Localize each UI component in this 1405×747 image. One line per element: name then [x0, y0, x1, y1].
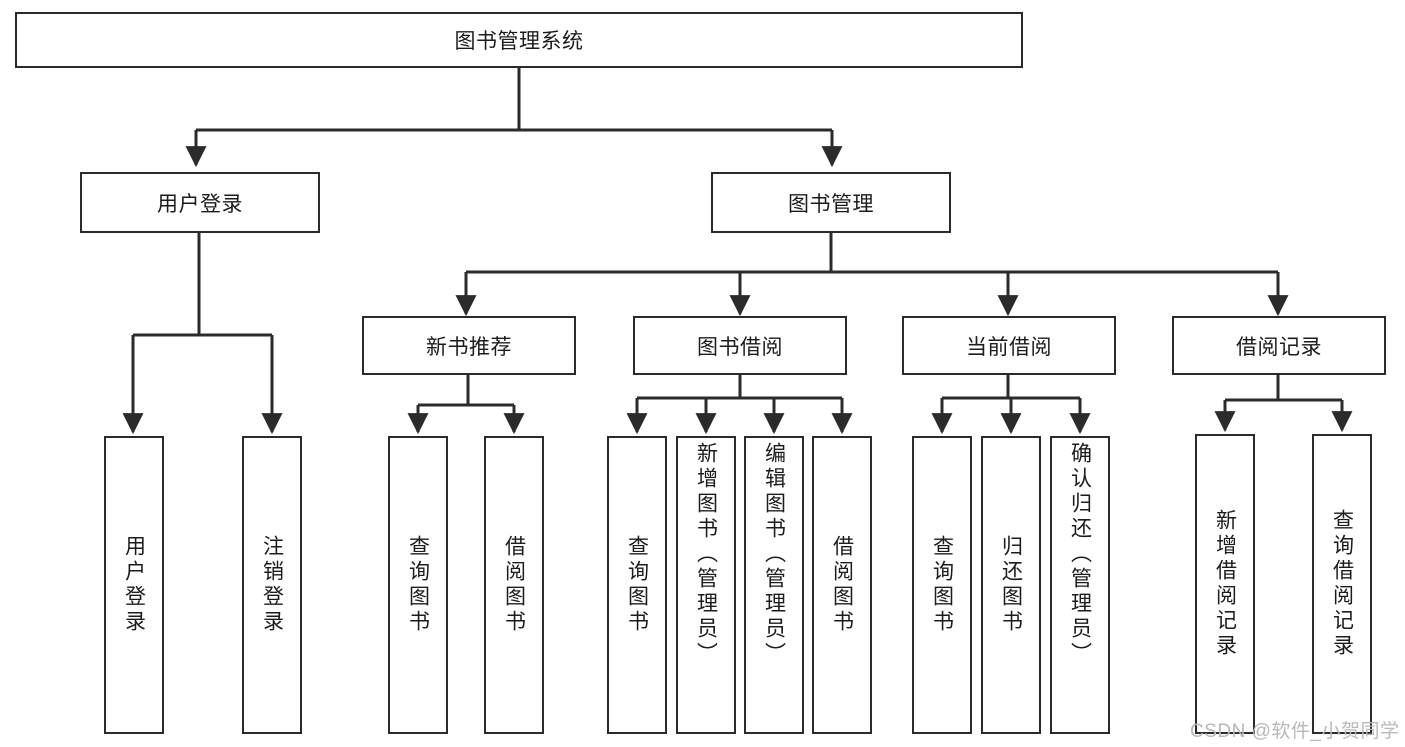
node-borrow-record-label: 借阅记录 — [1236, 335, 1322, 359]
node-user-login-label: 用户登录 — [157, 192, 243, 216]
leaf-book-borrow-lend[interactable]: 借阅图书 — [812, 436, 872, 734]
leaf-book-borrow-add[interactable]: 新增图书（管理员） — [676, 436, 736, 734]
leaf-label: 确认归还（管理员） — [1068, 442, 1092, 667]
leaf-current-borrow-confirm[interactable]: 确认归还（管理员） — [1050, 436, 1110, 734]
leaf-current-borrow-query[interactable]: 查询图书 — [912, 436, 972, 734]
node-current-borrow[interactable]: 当前借阅 — [902, 316, 1116, 375]
node-book-management-label: 图书管理 — [788, 192, 874, 216]
leaf-label: 注销登录 — [260, 535, 284, 635]
node-root[interactable]: 图书管理系统 — [15, 12, 1023, 68]
leaf-label: 借阅图书 — [502, 535, 526, 635]
leaf-label: 查询图书 — [625, 535, 649, 635]
leaf-label: 查询借阅记录 — [1330, 509, 1354, 659]
leaf-borrow-record-query[interactable]: 查询借阅记录 — [1312, 434, 1372, 734]
leaf-borrow-record-add[interactable]: 新增借阅记录 — [1195, 434, 1255, 734]
node-new-book-recommend[interactable]: 新书推荐 — [362, 316, 576, 375]
node-book-management[interactable]: 图书管理 — [711, 172, 951, 233]
node-book-borrow-label: 图书借阅 — [697, 335, 783, 359]
watermark-text: CSDN @软件_小贺同学 — [1190, 721, 1400, 742]
leaf-label: 新增借阅记录 — [1213, 509, 1237, 659]
node-current-borrow-label: 当前借阅 — [966, 335, 1052, 359]
leaf-label: 新增图书（管理员） — [694, 442, 718, 667]
leaf-user-login-signout[interactable]: 注销登录 — [242, 436, 302, 734]
node-root-label: 图书管理系统 — [454, 30, 584, 53]
leaf-current-borrow-return[interactable]: 归还图书 — [981, 436, 1041, 734]
node-user-login[interactable]: 用户登录 — [80, 172, 320, 233]
node-borrow-record[interactable]: 借阅记录 — [1172, 316, 1386, 375]
leaf-label: 借阅图书 — [830, 535, 854, 635]
leaf-book-borrow-edit[interactable]: 编辑图书（管理员） — [744, 436, 804, 734]
leaf-book-borrow-query[interactable]: 查询图书 — [607, 436, 667, 734]
node-new-book-recommend-label: 新书推荐 — [426, 335, 512, 359]
leaf-label: 用户登录 — [122, 535, 146, 635]
leaf-label: 编辑图书（管理员） — [762, 442, 786, 667]
node-book-borrow[interactable]: 图书借阅 — [633, 316, 847, 375]
leaf-new-book-query[interactable]: 查询图书 — [388, 436, 448, 734]
leaf-label: 归还图书 — [999, 535, 1023, 635]
leaf-label: 查询图书 — [930, 535, 954, 635]
leaf-label: 查询图书 — [406, 535, 430, 635]
leaf-user-login-signin[interactable]: 用户登录 — [104, 436, 164, 734]
leaf-new-book-borrow[interactable]: 借阅图书 — [484, 436, 544, 734]
